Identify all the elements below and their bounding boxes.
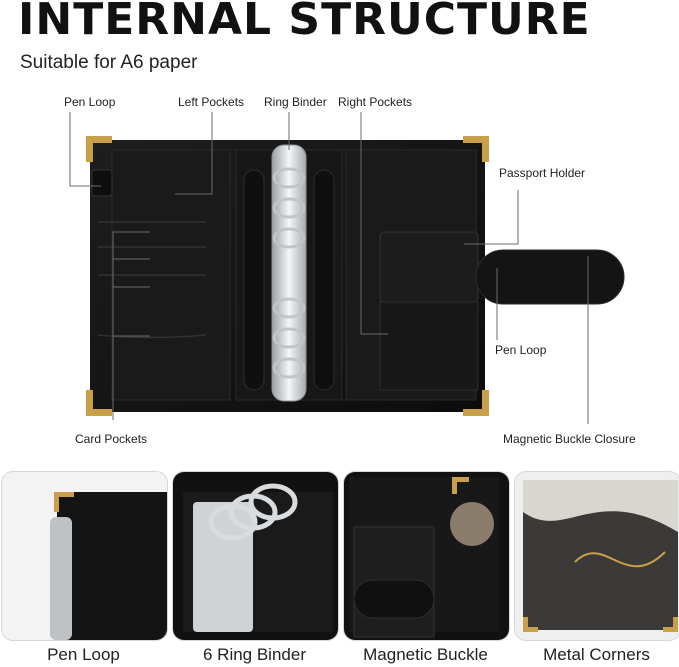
caption-pen-loop: Pen Loop — [47, 645, 120, 664]
thumbnail-metal-corners — [514, 471, 679, 641]
page-title: INTERNAL STRUCTURE — [18, 0, 591, 45]
binder-illustration — [69, 112, 625, 424]
metal-corners — [86, 136, 489, 416]
passport-holder — [379, 231, 479, 303]
pen-loop — [91, 169, 113, 197]
callout-passport-holder: Passport Holder — [499, 166, 586, 180]
callout-pen-loop-top: Pen Loop — [64, 95, 116, 109]
callout-left-pockets: Left Pockets — [178, 95, 245, 109]
right-pocket — [379, 301, 479, 391]
card-pocket-slits — [97, 221, 207, 339]
thumbnail-6-ring-binder — [172, 471, 339, 641]
caption-6-ring-binder: 6 Ring Binder — [202, 645, 306, 664]
callout-magnetic-buckle-closure: Magnetic Buckle Closure — [503, 432, 636, 446]
callout-card-pockets: Card Pockets — [75, 432, 148, 446]
magnetic-buckle-strap — [475, 249, 625, 305]
page-subtitle: Suitable for A6 paper — [20, 52, 198, 73]
center-slot-right — [313, 169, 335, 391]
thumbnail-magnetic-buckle — [343, 471, 510, 641]
caption-metal-corners: Metal Corners — [543, 645, 650, 664]
caption-magnetic-buckle: Magnetic Buckle — [363, 645, 488, 664]
callout-pen-loop-right: Pen Loop — [495, 343, 547, 357]
binder-rings — [272, 167, 306, 379]
thumbnail-pen-loop — [1, 471, 168, 641]
callout-right-pockets: Right Pockets — [338, 95, 413, 109]
callout-leaders — [69, 112, 589, 424]
center-slot-left — [243, 169, 265, 391]
callout-ring-binder: Ring Binder — [264, 95, 327, 109]
